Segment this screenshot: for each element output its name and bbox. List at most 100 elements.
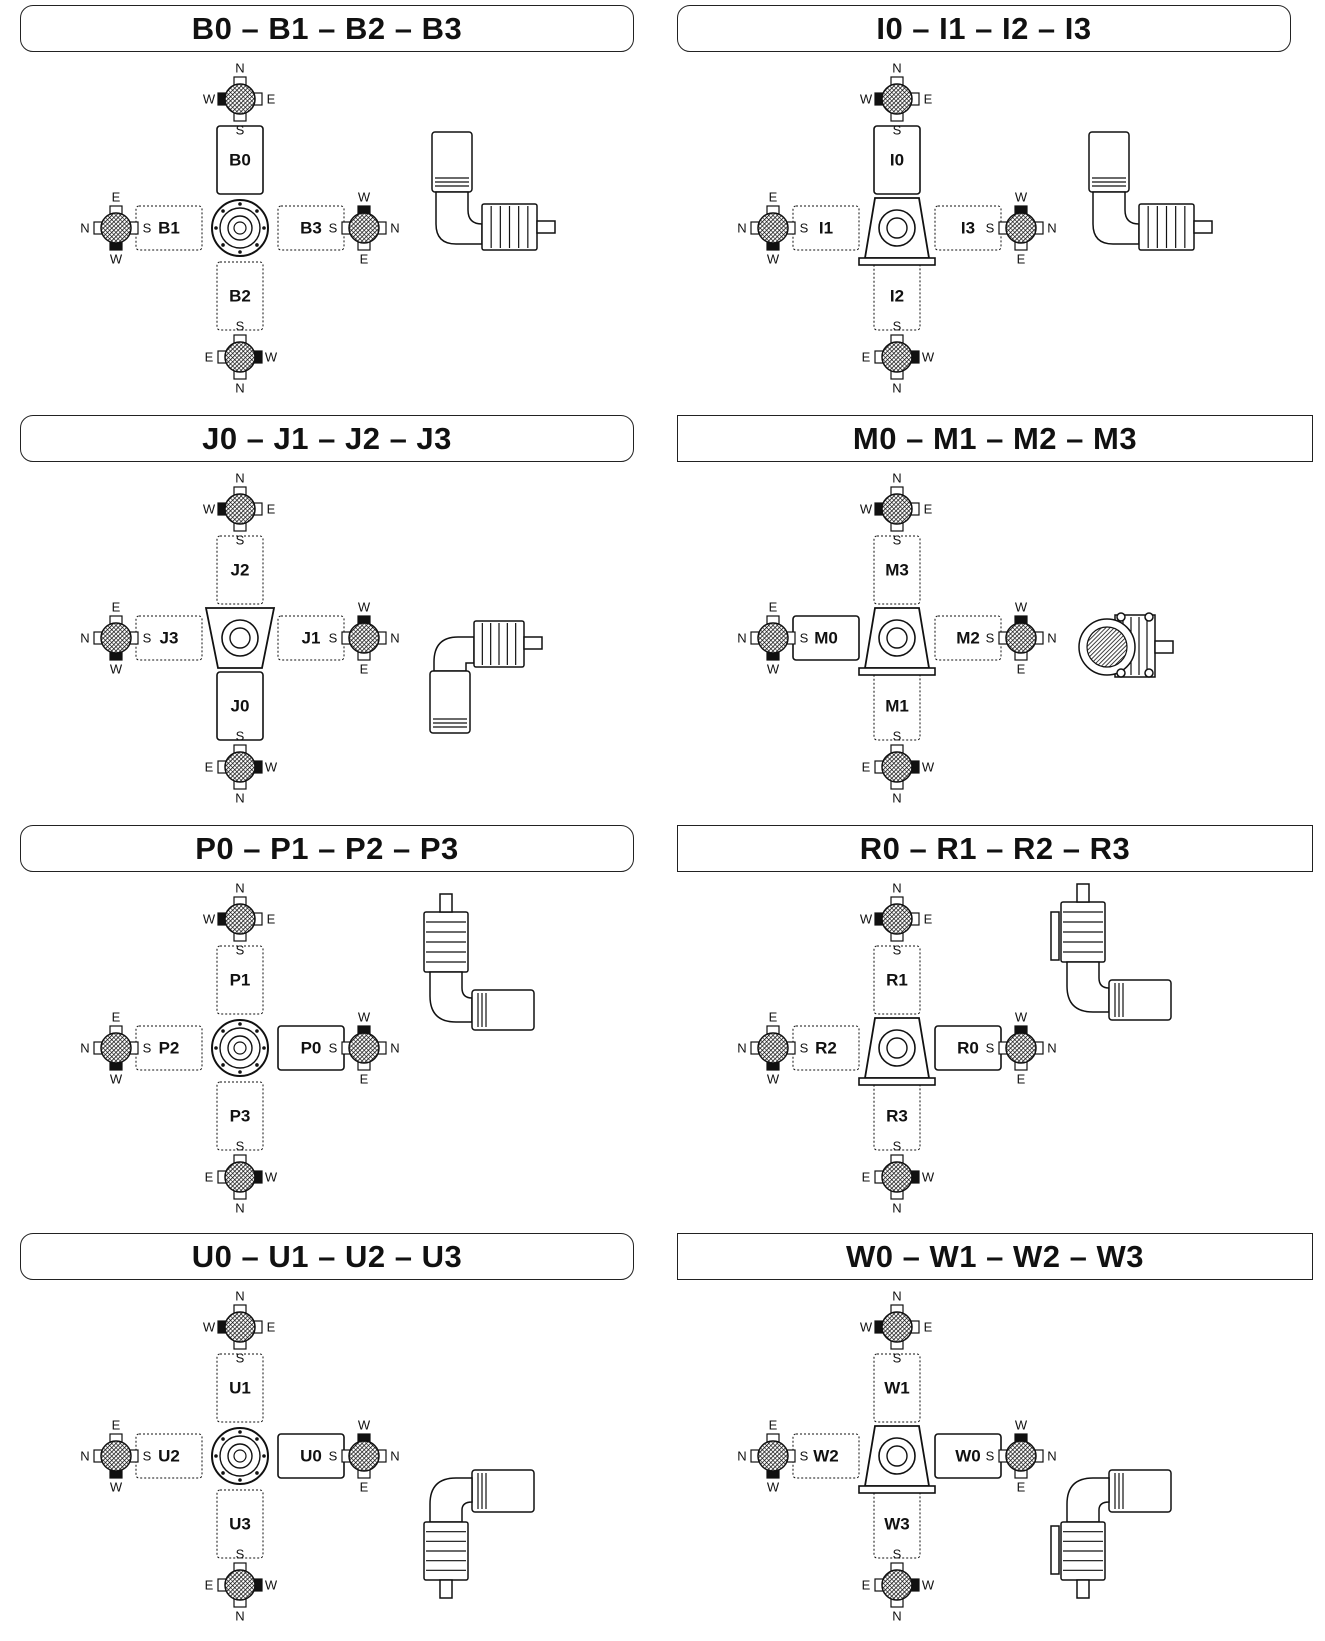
direction-label: S (893, 123, 902, 138)
direction-label: S (236, 1351, 245, 1366)
position-label: I0 (890, 151, 904, 170)
position-label: P0 (301, 1039, 322, 1058)
direction-label: N (80, 1449, 89, 1464)
motor-phantom (873, 945, 921, 1015)
direction-label: N (235, 1201, 244, 1216)
position-label: U2 (158, 1447, 180, 1466)
direction-label: N (235, 881, 244, 896)
direction-label: E (1017, 1072, 1026, 1087)
position-label: W0 (955, 1447, 981, 1466)
direction-label: N (737, 631, 746, 646)
position-label: B2 (229, 287, 251, 306)
direction-label: W (265, 1170, 278, 1185)
direction-label: W (860, 502, 873, 517)
direction-label: N (1047, 631, 1056, 646)
direction-label: N (892, 791, 901, 806)
motor-phantom (934, 205, 1002, 251)
direction-label: E (862, 1578, 871, 1593)
direction-label: W (358, 1010, 371, 1025)
motor-phantom (216, 945, 264, 1015)
panel-title: B0 – B1 – B2 – B3 (20, 5, 634, 52)
direction-label: E (862, 1170, 871, 1185)
direction-label: S (236, 123, 245, 138)
elbow-housing (435, 191, 483, 245)
shaft (439, 1579, 453, 1599)
direction-label: S (329, 1449, 338, 1464)
direction-label: N (235, 61, 244, 76)
direction-label: E (924, 502, 933, 517)
panel-title: P0 – P1 – P2 – P3 (20, 825, 634, 872)
panel-title: M0 – M1 – M2 – M3 (677, 415, 1313, 462)
flange (1050, 1525, 1060, 1575)
direction-label: N (892, 471, 901, 486)
direction-label: E (1017, 1480, 1026, 1495)
direction-label: W (1015, 1010, 1028, 1025)
direction-label: S (800, 631, 809, 646)
direction-label: N (892, 61, 901, 76)
position-label: J3 (160, 629, 179, 648)
direction-label: S (800, 221, 809, 236)
direction-label: S (893, 533, 902, 548)
direction-label: S (236, 319, 245, 334)
motor-phantom (934, 615, 1002, 661)
direction-label: S (329, 631, 338, 646)
output-shaft (229, 627, 251, 649)
elbow-housing (433, 636, 475, 672)
gearmotor-pictogram (431, 131, 556, 251)
mounting-foot (858, 1077, 936, 1086)
direction-label: N (737, 1041, 746, 1056)
position-label: J0 (231, 697, 250, 716)
direction-label: W (767, 1072, 780, 1087)
panel-title: J0 – J1 – J2 – J3 (20, 415, 634, 462)
motor-phantom (277, 615, 345, 661)
direction-label: W (358, 190, 371, 205)
panel-title: W0 – W1 – W2 – W3 (677, 1233, 1313, 1280)
direction-label: W (265, 1578, 278, 1593)
direction-label: W (110, 1480, 123, 1495)
direction-label: W (1015, 600, 1028, 615)
motor-body (1108, 979, 1172, 1021)
motor-phantom (135, 1433, 203, 1479)
direction-label: W (358, 600, 371, 615)
position-label: R1 (886, 971, 908, 990)
direction-label: S (986, 1449, 995, 1464)
motor-phantom (135, 615, 203, 661)
bolt-icon (1144, 668, 1154, 678)
shaft (1076, 1579, 1090, 1599)
direction-label: W (265, 760, 278, 775)
direction-label: S (986, 631, 995, 646)
direction-label: W (203, 1320, 216, 1335)
direction-label: S (143, 221, 152, 236)
direction-label: S (986, 1041, 995, 1056)
panel-title: I0 – I1 – I2 – I3 (677, 5, 1291, 52)
direction-label: W (265, 350, 278, 365)
gearmotor-pictogram (429, 620, 543, 734)
position-label: U3 (229, 1515, 251, 1534)
position-label: I1 (819, 219, 833, 238)
shaft (1076, 883, 1090, 903)
direction-label: N (235, 471, 244, 486)
motor-body (471, 989, 535, 1031)
position-label: P3 (230, 1107, 251, 1126)
direction-label: S (143, 631, 152, 646)
